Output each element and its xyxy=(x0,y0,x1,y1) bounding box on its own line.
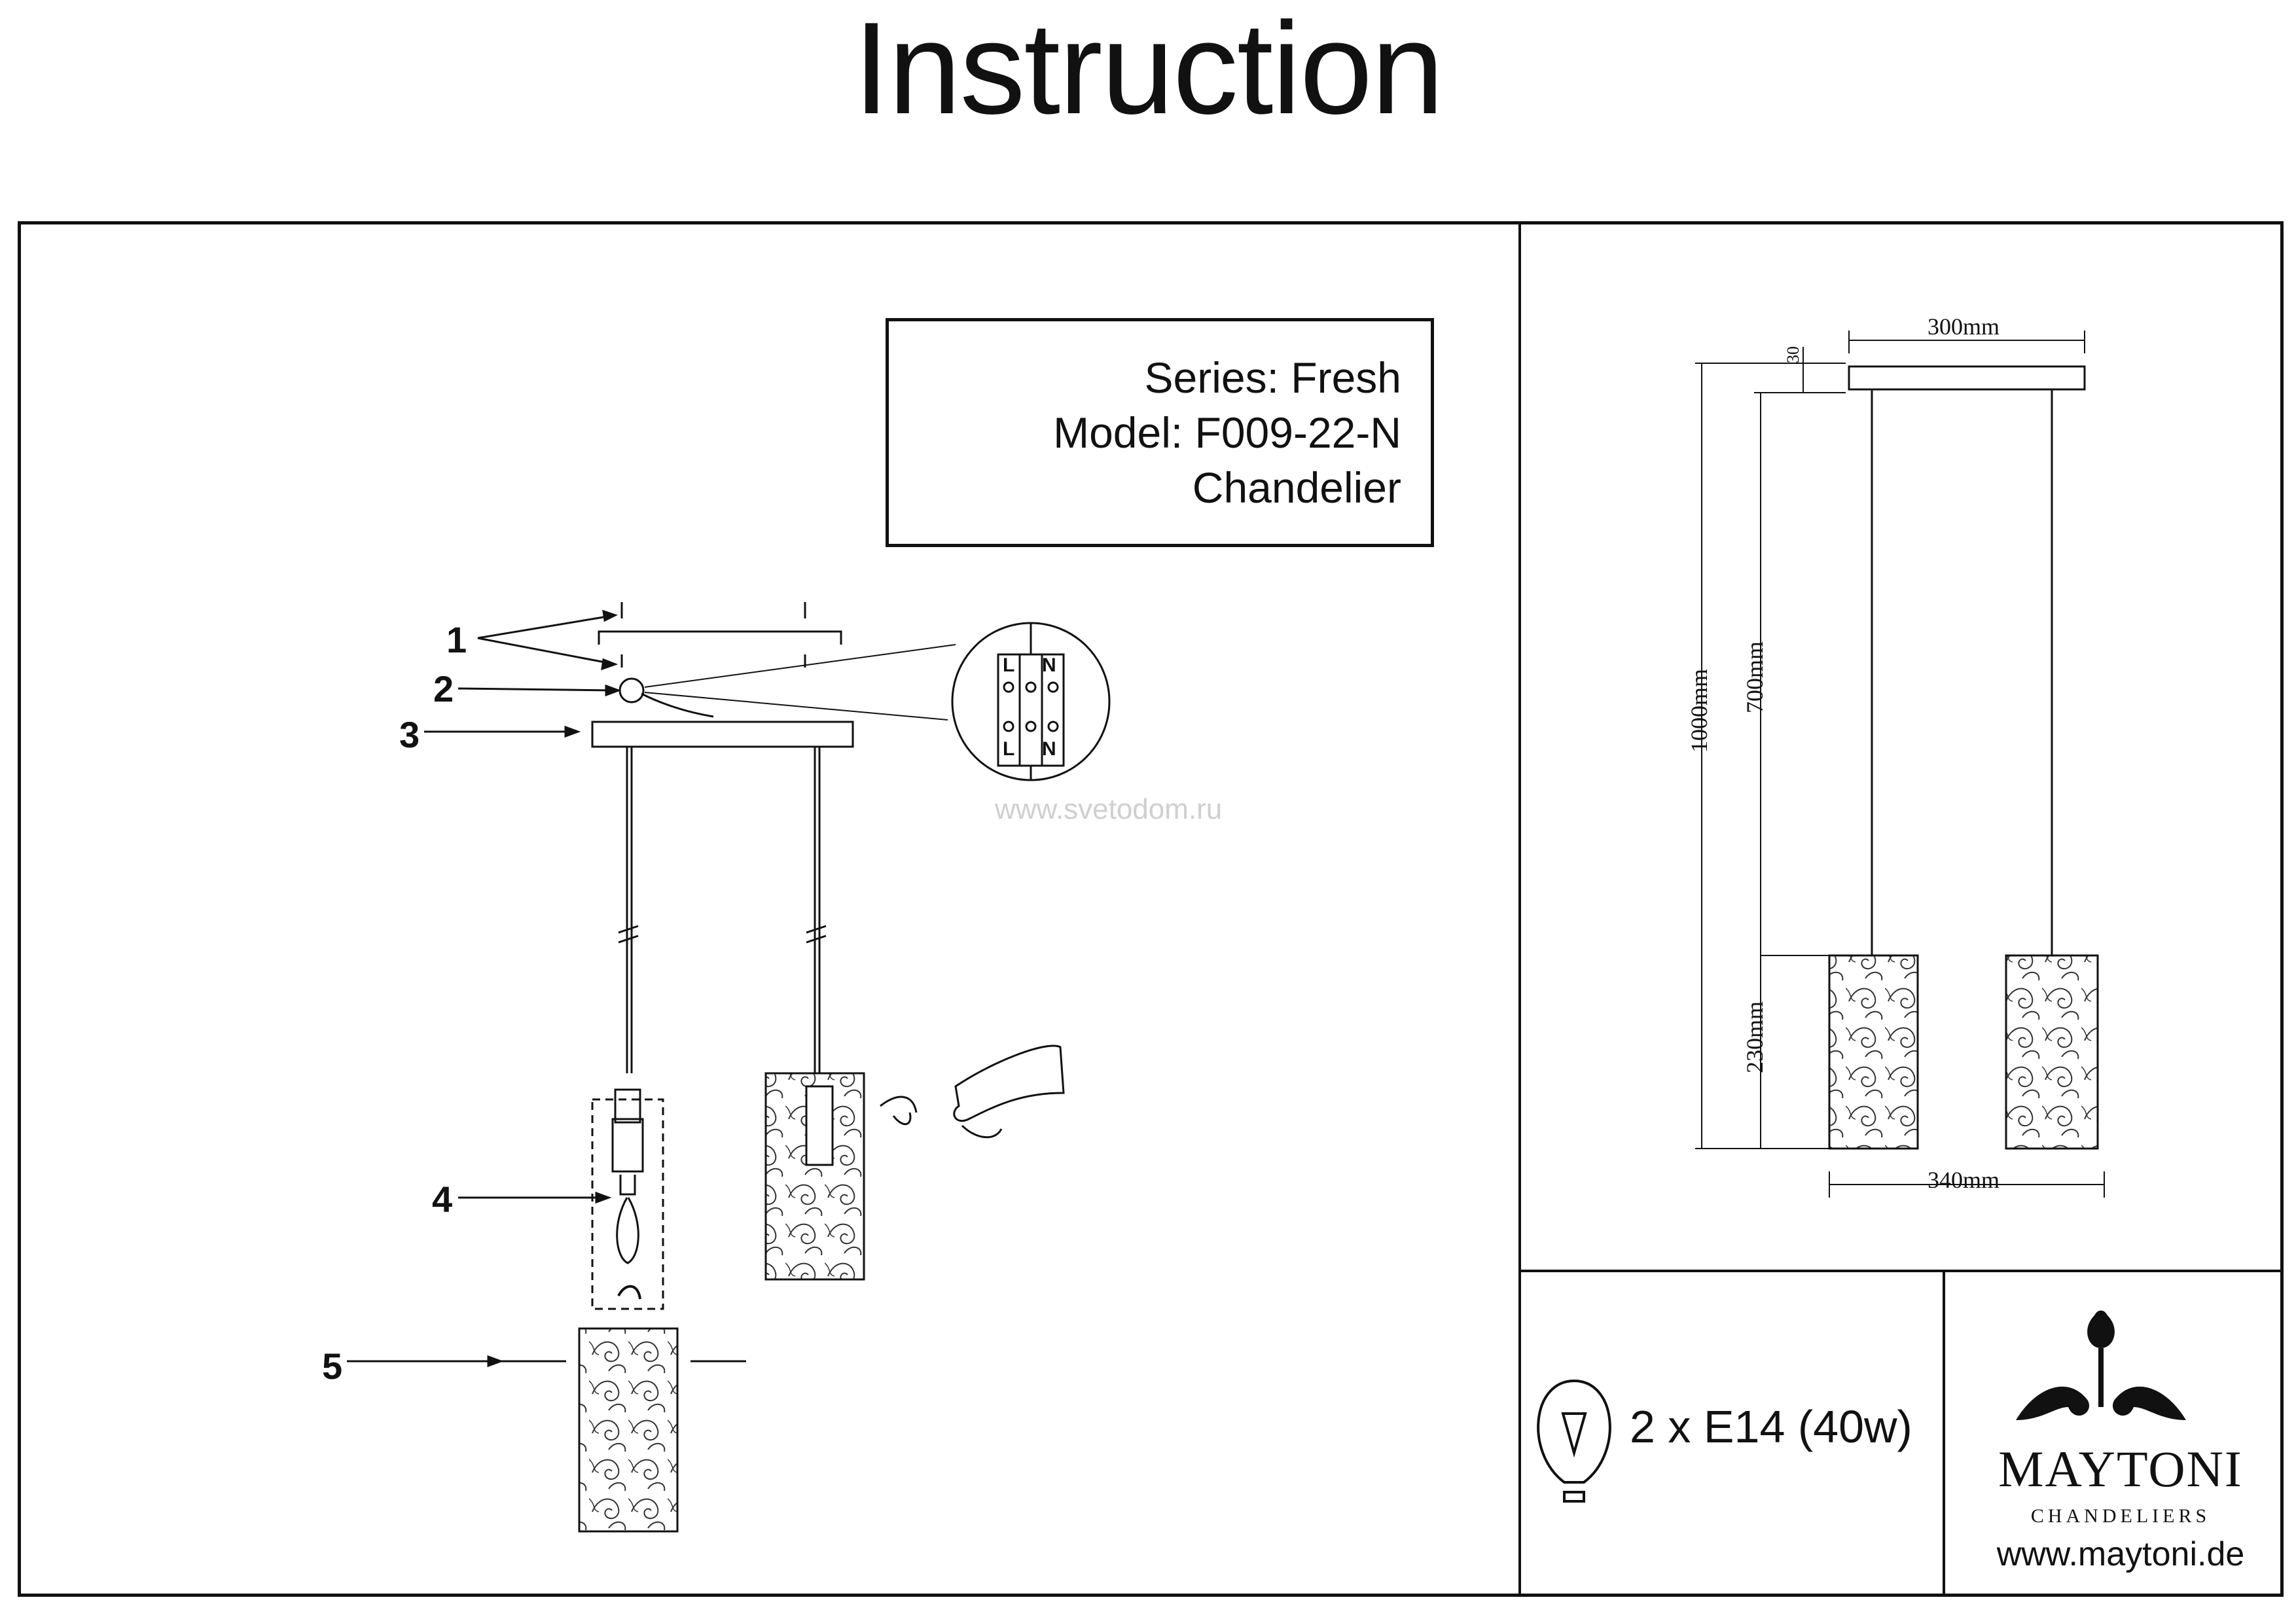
dim-canopy-height: 30 xyxy=(1784,346,1803,363)
divider-horizontal xyxy=(1518,1270,2284,1272)
brand-subtitle: CHANDELIERS xyxy=(2030,1505,2211,1527)
terminal-label-l-bottom: L xyxy=(1003,738,1015,760)
part-number-2: 2 xyxy=(433,668,454,709)
part-number-3: 3 xyxy=(399,714,420,755)
terminal-label-l-top: L xyxy=(1003,654,1015,676)
page-title: Instruction xyxy=(853,0,1444,141)
dim-shade-height: 230mm xyxy=(1742,1001,1768,1073)
terminal-label-n-top: N xyxy=(1042,654,1056,676)
dim-total-height: 1000mm xyxy=(1686,668,1712,753)
brand-name: MAYTONI xyxy=(1998,1440,2243,1497)
series-label: Series: Fresh xyxy=(1144,353,1401,402)
watermark: www.svetodom.ru xyxy=(995,793,1223,825)
terminal-label-n-bottom: N xyxy=(1042,738,1056,760)
part-number-5: 5 xyxy=(322,1346,343,1387)
divider-vertical xyxy=(1518,221,1521,1597)
dim-rod-length: 700mm xyxy=(1742,641,1768,713)
bulb-spec: 2 x E14 (40w) xyxy=(1630,1401,1912,1452)
drawing-frame xyxy=(18,221,2284,1597)
brand-website: www.maytoni.de xyxy=(1996,1535,2245,1573)
part-number-4: 4 xyxy=(432,1179,453,1220)
divider-vertical-footer xyxy=(1943,1270,1945,1597)
type-label: Chandelier xyxy=(1192,463,1401,512)
dim-width-top: 300mm xyxy=(1928,313,2000,340)
part-number-1: 1 xyxy=(446,619,467,660)
model-label: Model: F009-22-N xyxy=(1053,408,1401,457)
dim-width-bottom: 340mm xyxy=(1928,1167,2000,1193)
model-info-box: Series: Fresh Model: F009-22-N Chandelie… xyxy=(886,318,1434,547)
